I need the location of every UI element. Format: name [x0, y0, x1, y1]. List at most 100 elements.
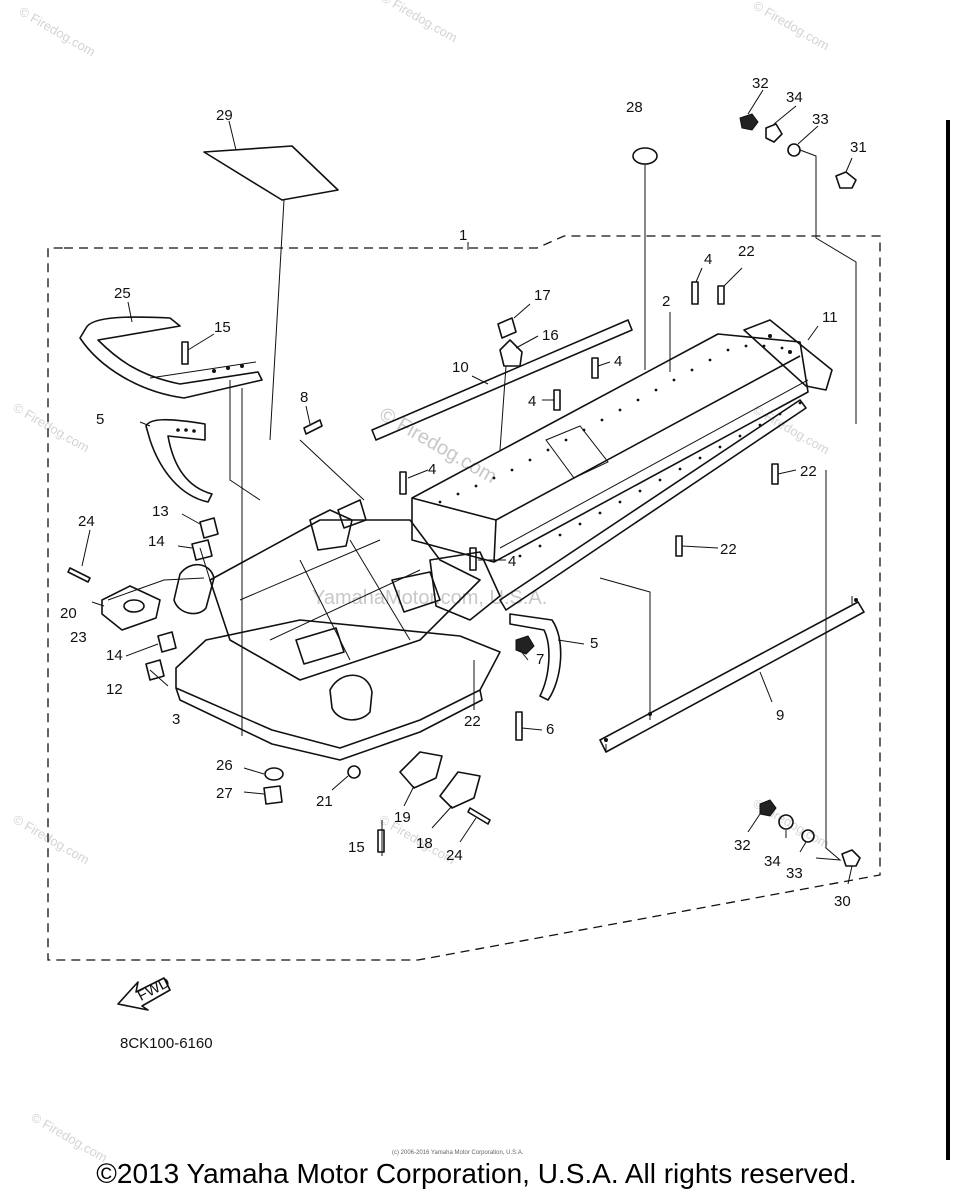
- watermark: © Firedog.com: [11, 400, 93, 456]
- part-11-rear-bracket: [743, 319, 833, 391]
- tunnel-bracket: [545, 425, 609, 479]
- part-12-bushing: [145, 659, 165, 681]
- callout-21: 21: [316, 793, 333, 810]
- callout-16: 16: [542, 327, 559, 344]
- callout-24: 24: [446, 847, 463, 864]
- callout-28: 28: [626, 99, 643, 116]
- part-8-pin: [303, 419, 323, 435]
- callout-6: 6: [546, 721, 554, 738]
- callout-4: 4: [528, 393, 536, 410]
- callout-4: 4: [614, 353, 622, 370]
- page-edge-rule: [946, 120, 950, 1160]
- part-10-crossbar: [371, 319, 633, 441]
- part-3-front-frame: [175, 619, 501, 749]
- part-32-nut: [739, 113, 759, 131]
- callout-5: 5: [96, 411, 104, 428]
- copyright-footer: ©2013 Yamaha Motor Corporation, U.S.A. A…: [96, 1158, 857, 1189]
- callout-32: 32: [752, 75, 769, 92]
- part-32-nut: [759, 799, 777, 817]
- callout-11: 11: [822, 309, 838, 326]
- part-31-bolt: [835, 171, 857, 189]
- callout-29: 29: [216, 107, 233, 124]
- part-21-washer: [347, 765, 361, 779]
- callout-3: 3: [172, 711, 180, 728]
- callout-34: 34: [786, 89, 803, 106]
- part-18-plate: [439, 771, 481, 809]
- part-14-bushing: [157, 631, 177, 653]
- callout-9: 9: [776, 707, 784, 724]
- callout-4: 4: [428, 461, 436, 478]
- callout-1: 1: [459, 227, 467, 244]
- part-20-plate: [101, 585, 161, 631]
- part-14-bushing: [191, 539, 213, 561]
- callout-33: 33: [786, 865, 803, 882]
- rear-rail-link: [499, 399, 807, 611]
- part-30-bolt: [841, 849, 861, 867]
- part-5-right-bumper: [509, 613, 562, 701]
- callout-15: 15: [214, 319, 231, 336]
- callout-layer: 1 2 3 4 4 4 4 4 5 5 6 7 8 9 10 11 12 13 …: [60, 75, 867, 910]
- callout-14: 14: [106, 647, 123, 664]
- part-34-washer: [765, 123, 783, 143]
- callout-4: 4: [704, 251, 712, 268]
- callout-14: 14: [148, 533, 165, 550]
- callout-32: 32: [734, 837, 751, 854]
- part-5-left-bumper: [145, 418, 213, 503]
- part-33-washer: [787, 143, 801, 157]
- callout-4: 4: [508, 553, 516, 570]
- callout-34: 34: [764, 853, 781, 870]
- part-17-cap: [497, 317, 517, 339]
- watermark: © Firedog.com: [17, 4, 99, 60]
- watermark: © Firedog.com: [29, 1110, 111, 1166]
- callout-22: 22: [720, 541, 737, 558]
- part-7-nut: [515, 635, 535, 655]
- watermark-layer: © Firedog.com © Firedog.com © Firedog.co…: [11, 0, 833, 1165]
- callout-19: 19: [394, 809, 411, 826]
- part-9-rail: [599, 601, 865, 753]
- callout-24: 24: [78, 513, 95, 530]
- callout-10: 10: [452, 359, 469, 376]
- callout-22: 22: [464, 713, 481, 730]
- callout-31: 31: [850, 139, 867, 156]
- watermark: © Firedog.com: [11, 812, 93, 868]
- part-16-bracket: [499, 339, 523, 367]
- fwd-label: FWD: [135, 974, 173, 1005]
- part-24-pin: [67, 567, 91, 583]
- callout-2: 2: [662, 293, 670, 310]
- front-shock-mount: [295, 627, 345, 665]
- callout-33: 33: [812, 111, 829, 128]
- watermark: © Firedog.com: [379, 0, 461, 45]
- part-27-bushing: [263, 785, 283, 805]
- part-19-plate: [399, 751, 443, 789]
- part-25-front-bumper: [79, 316, 263, 399]
- callout-27: 27: [216, 785, 233, 802]
- hardware: [67, 113, 861, 867]
- callout-17: 17: [534, 287, 551, 304]
- callout-26: 26: [216, 757, 233, 774]
- part-28-cap: [632, 147, 658, 165]
- part-6-bolt: [515, 711, 523, 741]
- tunnel-rivets: [438, 344, 802, 558]
- part-24-pin: [467, 807, 491, 825]
- part-34-washer: [778, 814, 794, 830]
- center-watermark: © Firedog.com: [376, 403, 501, 488]
- callout-22: 22: [738, 243, 755, 260]
- tiny-copyright-note: (c) 2006-2016 Yamaha Motor Corporation, …: [392, 1150, 524, 1156]
- callout-5: 5: [590, 635, 598, 652]
- callout-8: 8: [300, 389, 308, 406]
- callout-23: 23: [70, 629, 87, 646]
- watermark: © Firedog.com: [751, 402, 833, 458]
- part-26-bushing: [264, 767, 284, 781]
- callout-13: 13: [152, 503, 169, 520]
- part-13-bushing: [199, 517, 219, 539]
- part-33-washer: [801, 829, 815, 843]
- fwd-arrow: FWD: [117, 974, 173, 1011]
- assembly-boundary: [47, 235, 881, 961]
- callout-22: 22: [800, 463, 817, 480]
- callout-15: 15: [348, 839, 365, 856]
- callout-12: 12: [106, 681, 123, 698]
- leader-lines: [81, 89, 857, 885]
- callout-30: 30: [834, 893, 851, 910]
- part-2-tunnel: [411, 333, 809, 563]
